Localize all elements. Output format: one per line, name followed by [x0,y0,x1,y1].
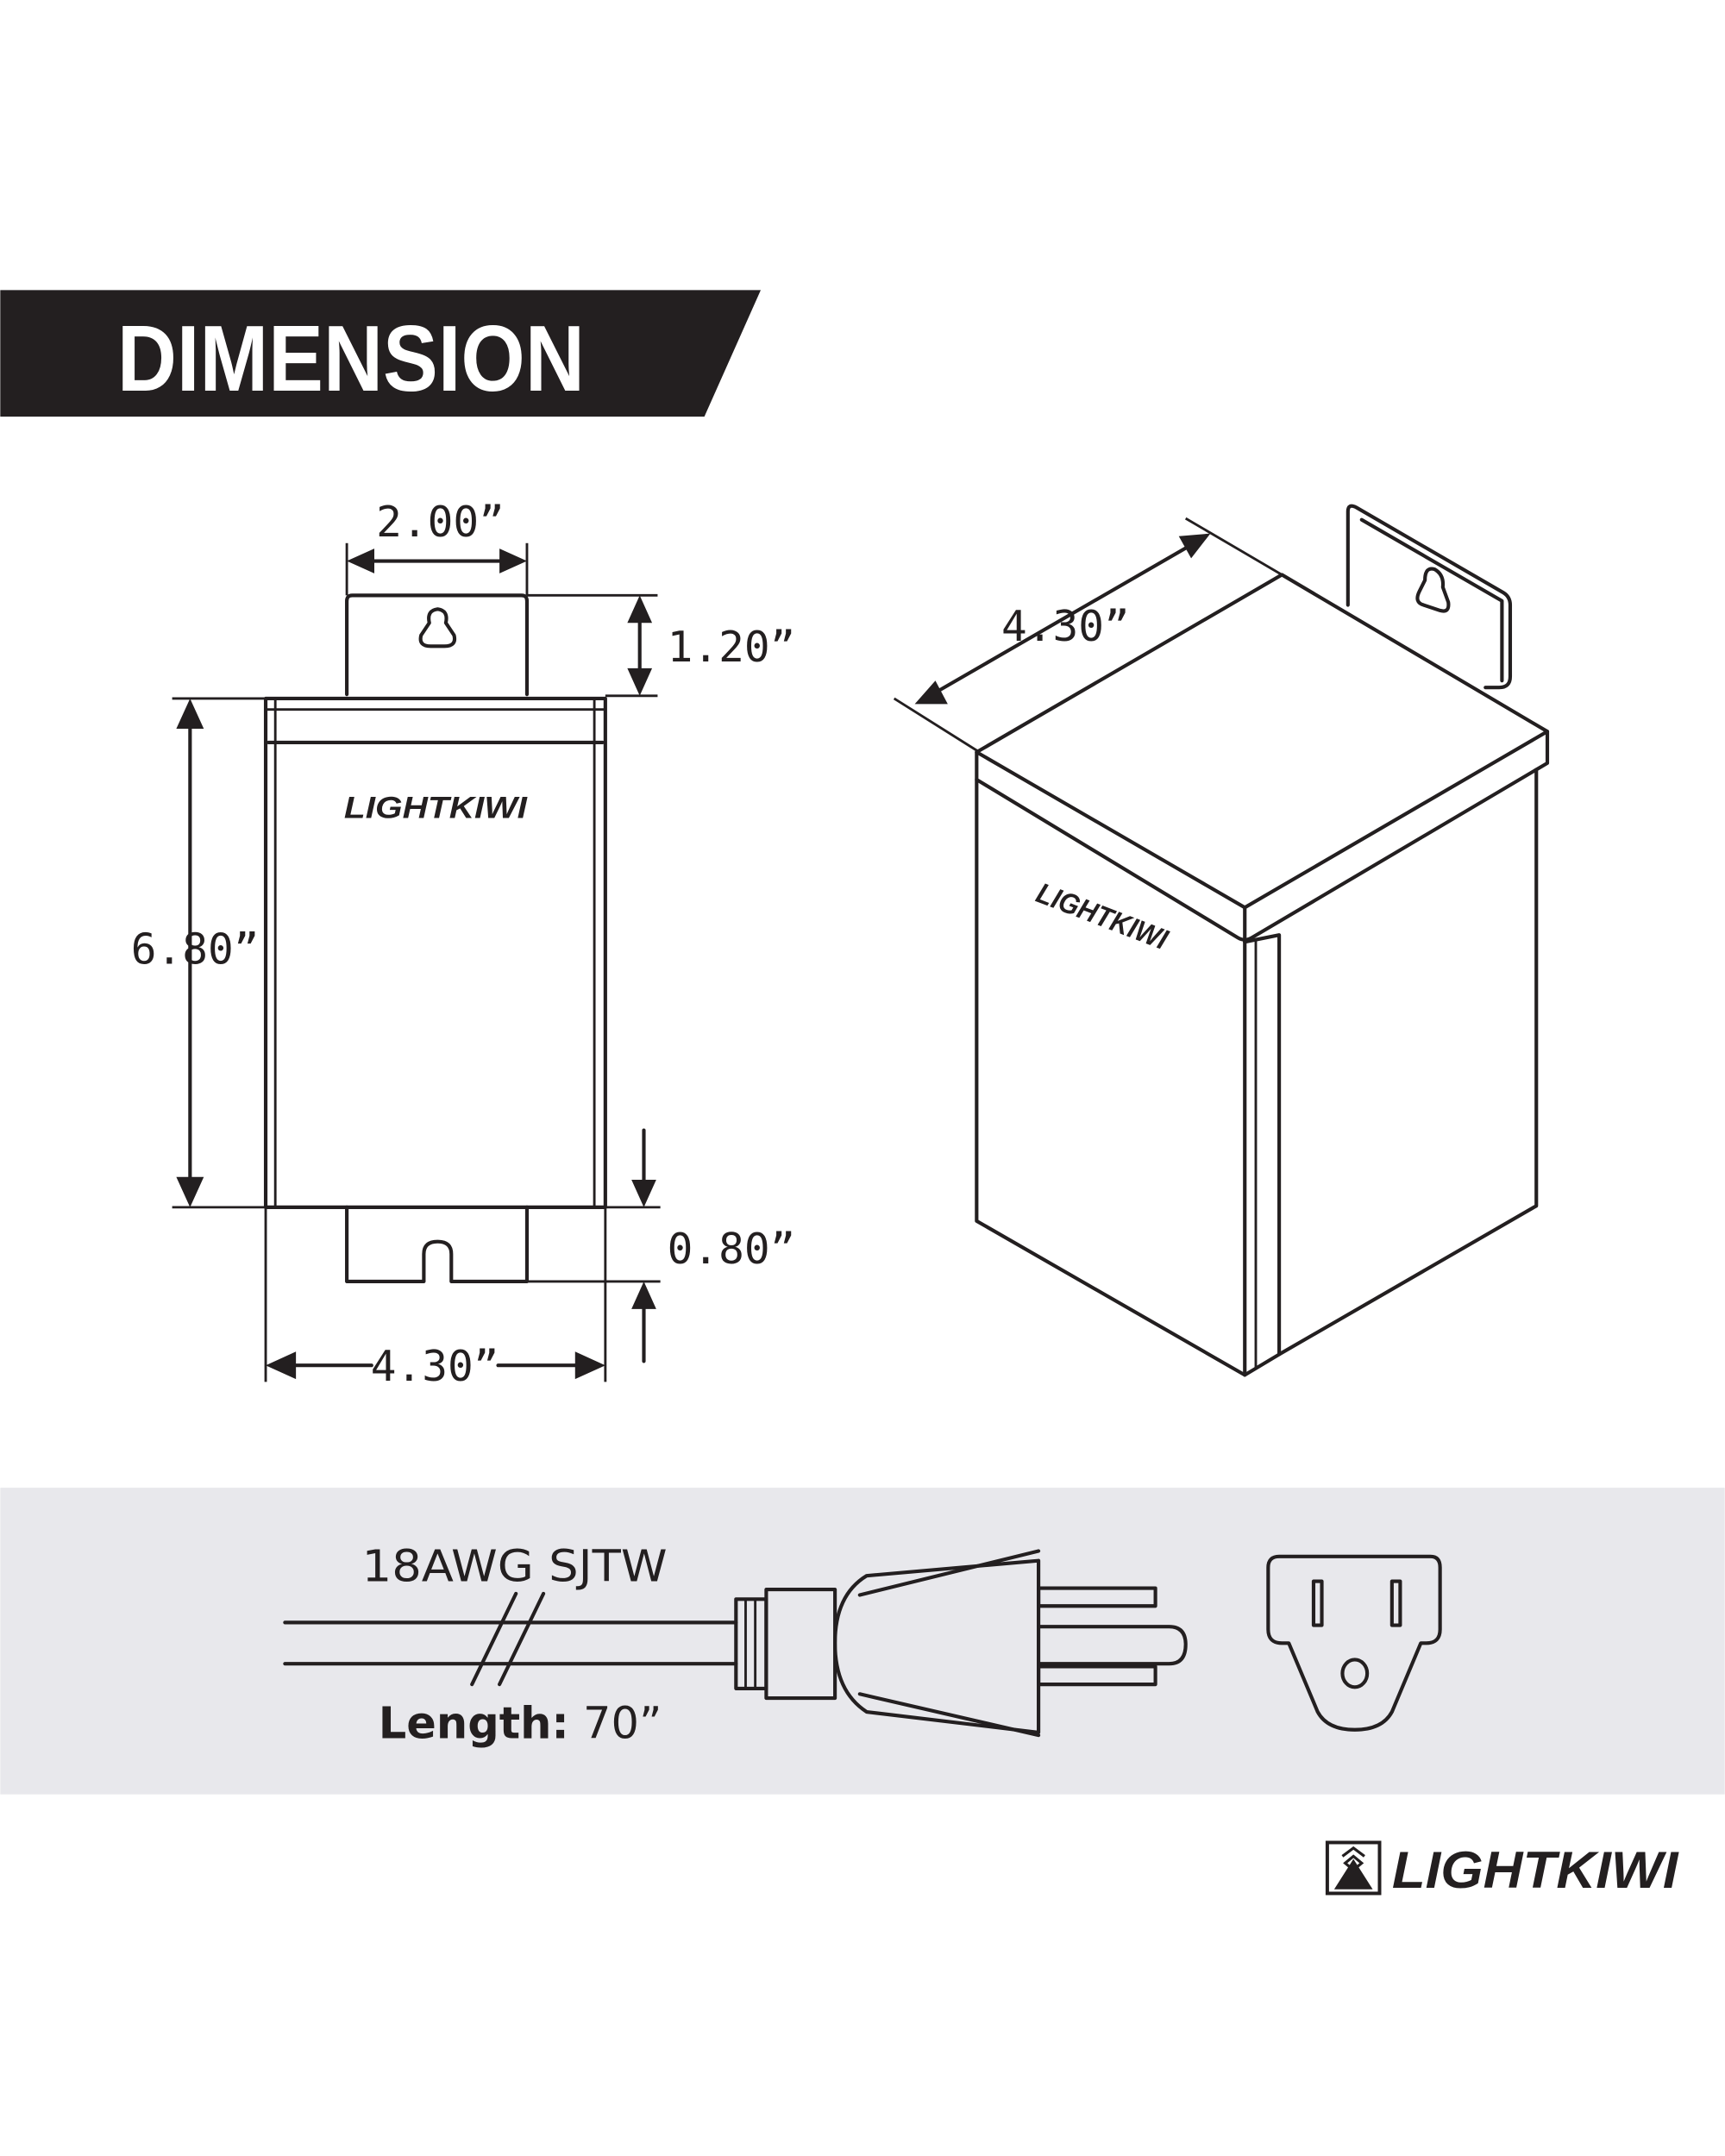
keyhole-icon [418,607,457,649]
bottom-tab [345,1205,530,1284]
iso-mount-bracket [1346,504,1513,690]
iso-keyhole-icon [1415,567,1451,613]
iso-side-face [1277,768,1539,1357]
logo-mountain-icon [1333,1858,1373,1890]
svg-text:Length: 70”: Length: 70” [379,1698,662,1749]
dim-width-top: 2.00” [376,497,505,547]
dim-bottom-tab: 0.80” [668,1224,796,1274]
iso-front-face [975,777,1247,1377]
dim-tab-height: 1.20” [668,622,796,672]
enclosure-body [263,696,607,1209]
plug-icon [734,1549,1188,1738]
length-label: Length: [379,1698,569,1749]
mount-tab [345,593,530,697]
dim-depth: 4.30” [1001,601,1130,651]
footer-logo: LIGHTKIWI [1325,1840,1679,1899]
outlet-icon [1266,1554,1442,1732]
front-view: LIGHTKIWI 2.00” 1.20” 6.80” 0.80” [131,497,796,1391]
brand-label: LIGHTKIWI [344,792,528,825]
length-value: 70” [583,1698,662,1749]
title-text: DIMENSION [117,306,585,411]
cord-section: 18AWG SJTW Length: 70” [0,1488,1725,1795]
dim-height: 6.80” [131,924,260,975]
dim-width-bottom: 4.30” [371,1341,499,1391]
cord-spec: 18AWG SJTW [362,1542,668,1593]
title-banner: DIMENSION [0,290,762,417]
logo-text: LIGHTKIWI [1392,1840,1679,1899]
iso-view: LIGHTKIWI 4.30” [893,504,1550,1377]
iso-brand-label: LIGHTKIWI [1032,877,1172,956]
